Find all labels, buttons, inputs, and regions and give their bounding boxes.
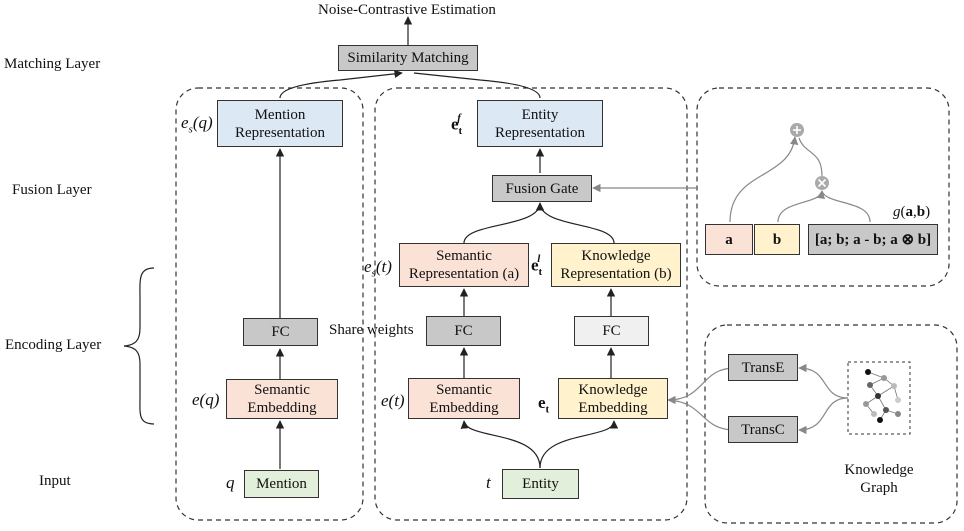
e-q-symbol: e(q) xyxy=(192,390,220,409)
plus-icon xyxy=(790,123,804,137)
knowledge-region xyxy=(704,324,958,524)
share-weights-label: Share weights xyxy=(329,322,414,338)
fc-semantic-box: FC xyxy=(426,316,501,346)
entity-representation-box: Entity Representation xyxy=(477,100,603,147)
gate-function-label: g(a,b) xyxy=(893,204,931,220)
transe-box: TransE xyxy=(728,354,798,381)
fusion-gate-box: Fusion Gate xyxy=(492,175,592,202)
et-symbol: et xyxy=(538,393,550,416)
knowledge-graph-label: Knowledge Graph xyxy=(844,462,914,496)
mention-encoder-region xyxy=(175,87,364,521)
times-icon xyxy=(815,176,829,190)
graph-nodes xyxy=(863,369,901,423)
entity-semantic-embedding-box: Semantic Embedding xyxy=(408,378,520,419)
es-q-symbol: es(q) xyxy=(181,113,213,136)
matching-layer-label: Matching Layer xyxy=(4,56,101,72)
mention-representation-box: Mention Representation xyxy=(217,100,343,147)
encoding-layer-brace xyxy=(123,267,155,425)
encoding-layer-label: Encoding Layer xyxy=(5,337,102,353)
gate-concat-box: [a; b; a - b; a ⊗ b] xyxy=(808,224,938,255)
mention-input-box: Mention xyxy=(244,470,319,498)
knowledge-embedding-box: Knowledge Embedding xyxy=(558,378,668,419)
fc-knowledge-box: FC xyxy=(574,316,649,346)
e-t-symbol: e(t) xyxy=(381,391,405,410)
semantic-representation-box: Semantic Representation (a) xyxy=(399,243,529,287)
transc-box: TransC xyxy=(728,416,798,443)
similarity-matching-box: Similarity Matching xyxy=(338,45,478,71)
fusion-layer-label: Fusion Layer xyxy=(12,182,92,198)
et-f-symbol: etf xyxy=(451,112,463,138)
es-t-symbol: es(t) xyxy=(364,257,392,280)
fusion-gate-detail-region xyxy=(696,87,950,287)
t-symbol: t xyxy=(486,473,491,492)
entity-input-box: Entity xyxy=(502,469,579,499)
et-l-symbol: etl xyxy=(531,253,543,279)
entity-encoder-region xyxy=(374,87,688,521)
gate-a-box: a xyxy=(705,224,753,255)
knowledge-graph-box xyxy=(847,361,911,435)
gate-b-box: b xyxy=(754,224,800,255)
input-layer-label: Input xyxy=(39,473,71,489)
fc-mention-box: FC xyxy=(243,318,318,346)
q-symbol: q xyxy=(226,473,235,492)
mention-semantic-embedding-box: Semantic Embedding xyxy=(226,379,338,419)
nce-label: Noise-Contrastive Estimation xyxy=(318,2,496,18)
knowledge-representation-box: Knowledge Representation (b) xyxy=(551,243,681,287)
